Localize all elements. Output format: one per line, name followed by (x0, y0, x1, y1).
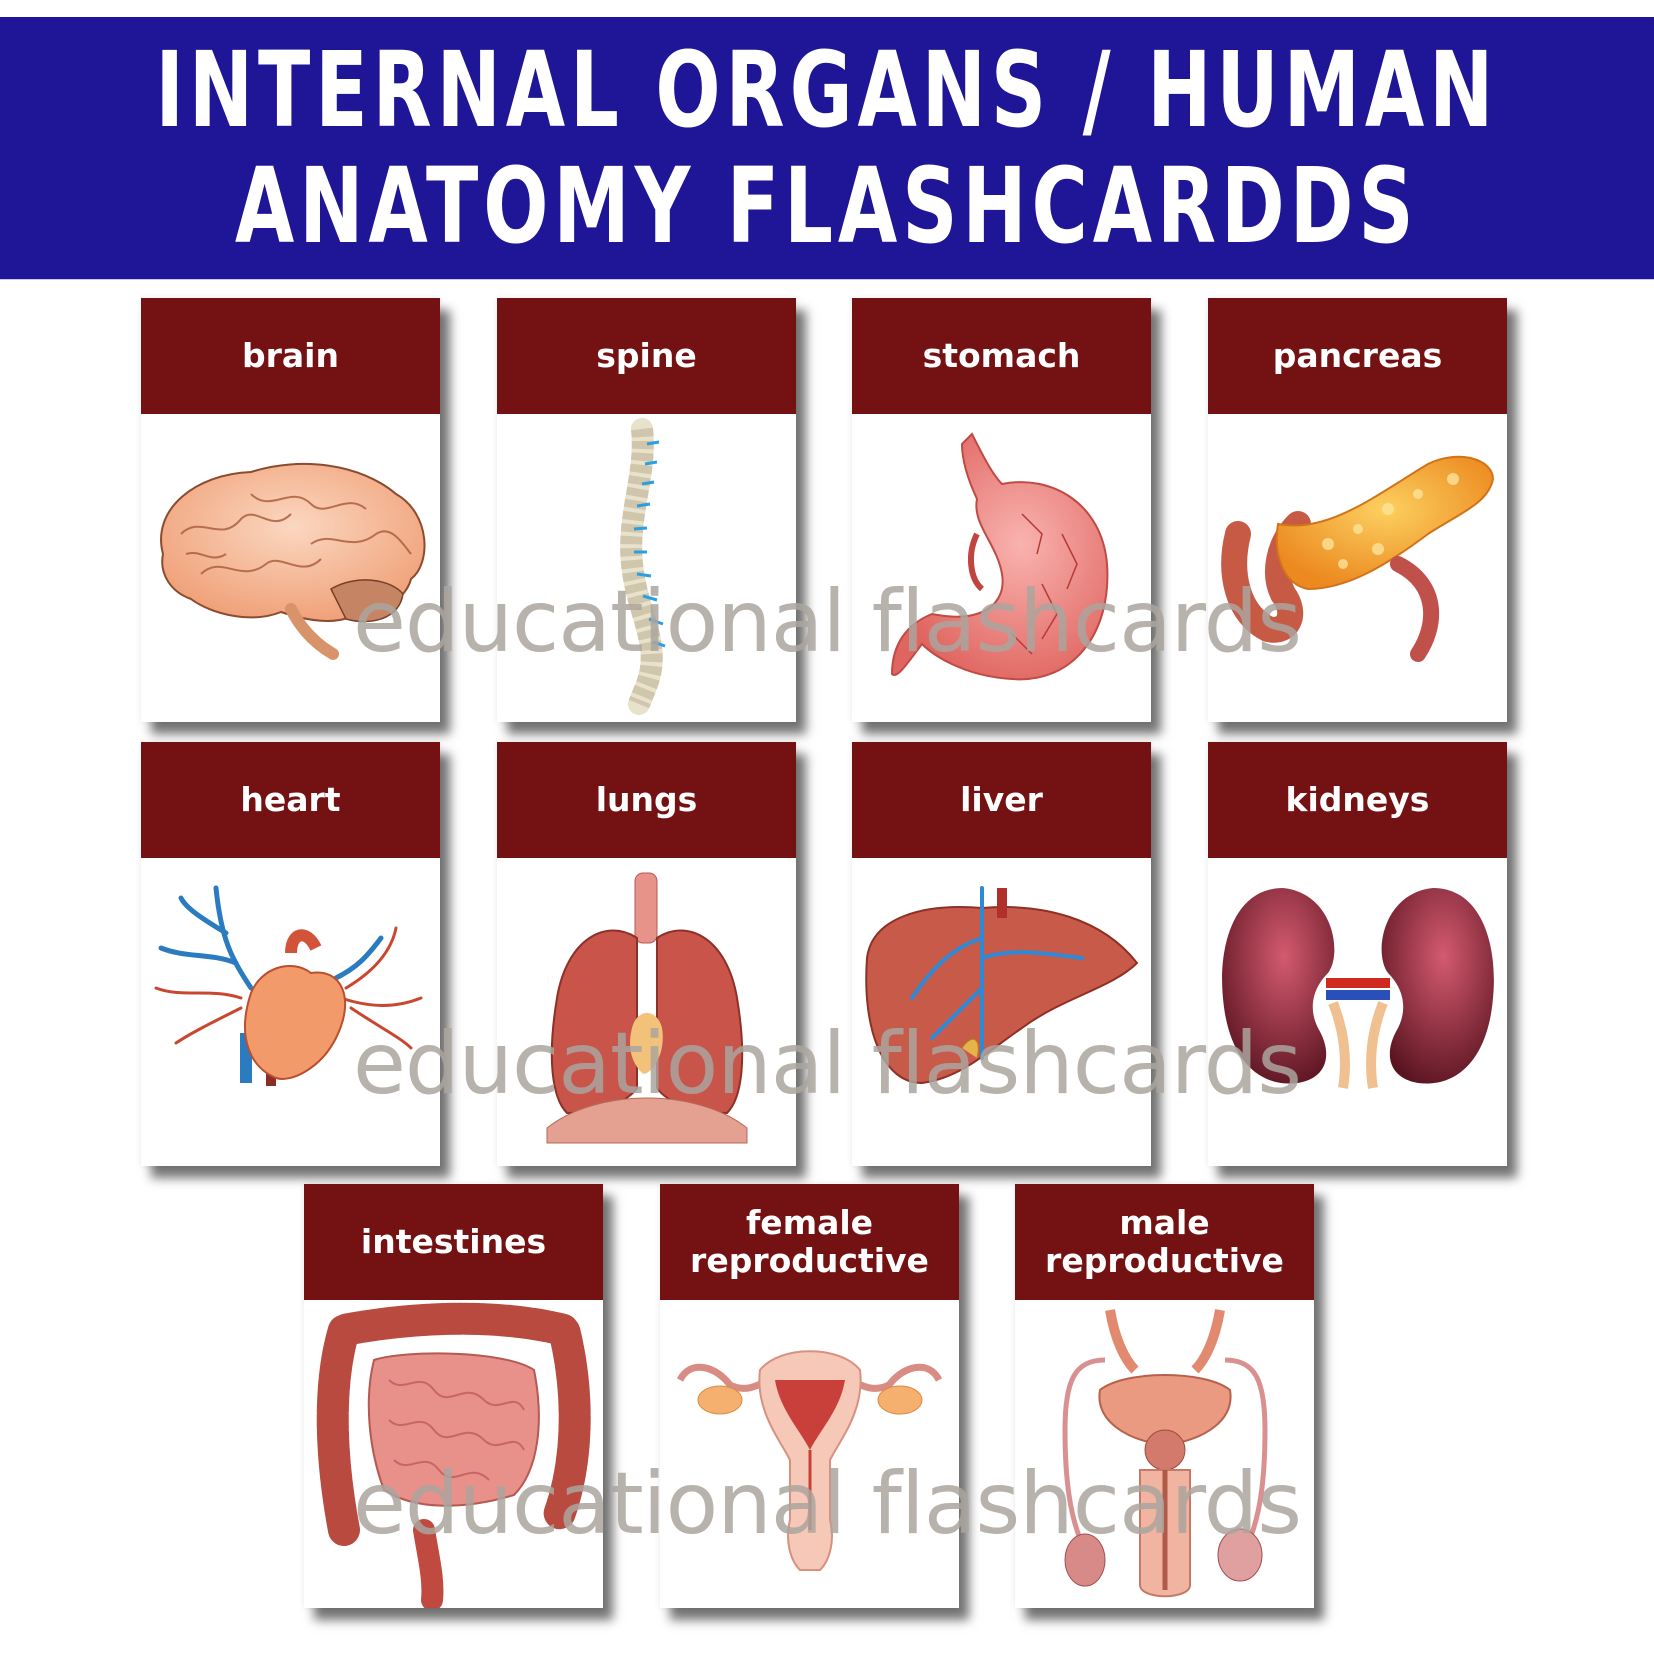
flashcard-stomach: stomach (852, 298, 1151, 722)
kidneys-illustration-icon (1208, 858, 1507, 1166)
card-header: spine (497, 298, 796, 414)
flashcard-liver: liver (852, 742, 1151, 1166)
flashcard-female-reproductive: female reproductive (660, 1184, 959, 1608)
male-reproductive-illustration-icon (1015, 1300, 1314, 1608)
liver-illustration-icon (852, 858, 1151, 1166)
stomach-illustration-icon (852, 414, 1151, 722)
brain-illustration-icon (141, 414, 440, 722)
card-label: intestines (360, 1222, 547, 1261)
card-header: brain (141, 298, 440, 414)
card-header: kidneys (1208, 742, 1507, 858)
female-reproductive-illustration-icon (660, 1300, 959, 1608)
flashcard-kidneys: kidneys (1208, 742, 1507, 1166)
flashcard-lungs: lungs (497, 742, 796, 1166)
card-label: liver (960, 780, 1043, 819)
lungs-illustration-icon (497, 858, 796, 1166)
flashcard-pancreas: pancreas (1208, 298, 1507, 722)
card-label-line-1: male (1119, 1203, 1210, 1242)
card-label: pancreas (1272, 336, 1443, 375)
card-header: intestines (304, 1184, 603, 1300)
flashcard-intestines: intestines (304, 1184, 603, 1608)
card-header: stomach (852, 298, 1151, 414)
intestines-illustration-icon (304, 1300, 603, 1608)
title-line-2: ANATOMY FLASHCARDDS (235, 145, 1419, 267)
card-label: stomach (922, 336, 1081, 375)
card-label: heart (240, 780, 341, 819)
heart-illustration-icon (141, 858, 440, 1166)
card-label: kidneys (1285, 780, 1430, 819)
pancreas-illustration-icon (1208, 414, 1507, 722)
card-header: lungs (497, 742, 796, 858)
spine-illustration-icon (497, 414, 796, 722)
card-header: pancreas (1208, 298, 1507, 414)
card-label: spine (596, 336, 697, 375)
flashcard-heart: heart (141, 742, 440, 1166)
title-banner: INTERNAL ORGANS / HUMAN ANATOMY FLASHCAR… (0, 17, 1654, 280)
flashcard-male-reproductive: male reproductive (1015, 1184, 1314, 1608)
card-label: brain (242, 336, 339, 375)
card-label: lungs (595, 780, 698, 819)
card-label-line-1: female (745, 1203, 874, 1242)
card-header: heart (141, 742, 440, 858)
flashcard-brain: brain (141, 298, 440, 722)
card-header: female reproductive (660, 1184, 959, 1300)
flashcard-spine: spine (497, 298, 796, 722)
card-label-line-2: reproductive (690, 1241, 929, 1280)
title-line-1: INTERNAL ORGANS / HUMAN (155, 29, 1499, 151)
card-header: liver (852, 742, 1151, 858)
card-header: male reproductive (1015, 1184, 1314, 1300)
card-label-line-2: reproductive (1045, 1241, 1284, 1280)
